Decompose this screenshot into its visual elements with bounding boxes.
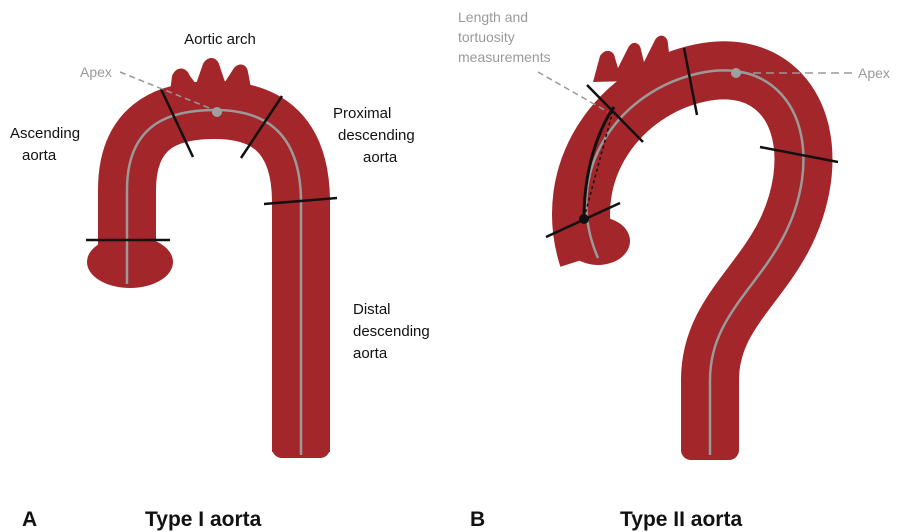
label-proximal-descending-aorta: Proximal descending aorta: [333, 105, 419, 166]
label-apex-b: Apex: [858, 65, 890, 81]
panel-b-title: Type II aorta: [620, 508, 742, 531]
label-length-tortuosity: Length and tortuosity measurements: [458, 9, 551, 65]
panel-a-title: Type I aorta: [145, 508, 262, 531]
label-aortic-arch: Aortic arch: [184, 31, 256, 48]
type2-apex-marker: [731, 68, 741, 78]
label-apex-a: Apex: [80, 64, 112, 80]
panel-b-letter: B: [470, 508, 485, 531]
panel-a-letter: A: [22, 508, 37, 531]
label-ascending-aorta: Ascending aorta: [10, 125, 84, 164]
type1-aortic-root: [87, 236, 173, 288]
type1-arch-branches: [168, 58, 254, 110]
type1-apex-marker: [212, 107, 222, 117]
panel-b: Length and tortuosity measurements Apex …: [458, 9, 890, 531]
label-distal-descending-aorta: Distal descending aorta: [353, 301, 434, 362]
type2-arch-branches: [593, 36, 672, 82]
panel-a: Aortic arch Apex Ascending aorta Proxima…: [10, 31, 434, 531]
